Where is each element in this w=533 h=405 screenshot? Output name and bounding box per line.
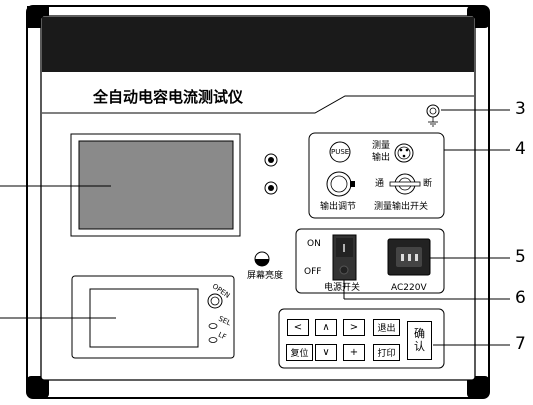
corner-bottom-left-block <box>27 376 49 398</box>
key-up[interactable]: ∧ <box>315 319 337 336</box>
key-confirm[interactable]: 确 认 <box>407 321 432 360</box>
key-left[interactable]: < <box>287 319 309 336</box>
callout-7: 7 <box>515 334 526 354</box>
switch-off-label: 断 <box>423 179 433 189</box>
device-title: 全自动电容电流测试仪 <box>93 88 244 106</box>
knob-2-inner <box>268 185 274 191</box>
measure-output-label-1: 测量 <box>372 141 391 151</box>
knob-1-inner <box>268 157 274 163</box>
key-plus[interactable]: + <box>343 344 365 361</box>
callout-5: 5 <box>515 247 526 267</box>
ground-terminal <box>426 104 440 118</box>
small-display-screen <box>89 288 199 348</box>
measure-switch-label: 测量输出开关 <box>374 202 429 212</box>
output-adjust-knob-indicator <box>350 181 355 187</box>
corner-bottom-right-block <box>467 376 489 398</box>
key-reset[interactable]: 复位 <box>286 344 313 361</box>
title-divider <box>42 95 474 114</box>
callout-3: 3 <box>515 99 526 119</box>
screen-brightness-label: 屏幕亮度 <box>247 271 284 281</box>
key-right[interactable]: > <box>343 319 365 336</box>
fuse-holder <box>329 141 351 163</box>
key-down[interactable]: ∨ <box>315 344 337 361</box>
output-adjust-label: 输出调节 <box>320 202 357 212</box>
key-exit[interactable]: 退出 <box>373 319 400 336</box>
power-on-label: ON <box>307 239 321 249</box>
ground-terminal-inner <box>429 107 437 115</box>
power-switch-label: 电源开关 <box>324 283 361 293</box>
key-confirm-line-1: 确 <box>414 326 425 340</box>
power-off-label: OFF <box>304 267 322 277</box>
callout-4: 4 <box>515 139 526 159</box>
measure-output-label-2: 输出 <box>372 153 391 163</box>
key-print[interactable]: 打印 <box>373 344 400 361</box>
lf-button <box>208 337 218 343</box>
open-button-inner <box>210 296 220 306</box>
main-display-screen <box>78 140 234 230</box>
top-band <box>42 17 474 72</box>
switch-on-label: 通 <box>375 179 385 189</box>
measure-switch-lever <box>389 181 421 187</box>
fuse-label: PUSE <box>331 148 350 156</box>
sel-button <box>208 323 218 329</box>
callout-6: 6 <box>515 288 526 308</box>
brightness-knob-half <box>255 259 269 266</box>
key-confirm-line-2: 认 <box>414 339 425 353</box>
open-button <box>207 293 223 309</box>
ac-label: AC220V <box>391 283 427 293</box>
